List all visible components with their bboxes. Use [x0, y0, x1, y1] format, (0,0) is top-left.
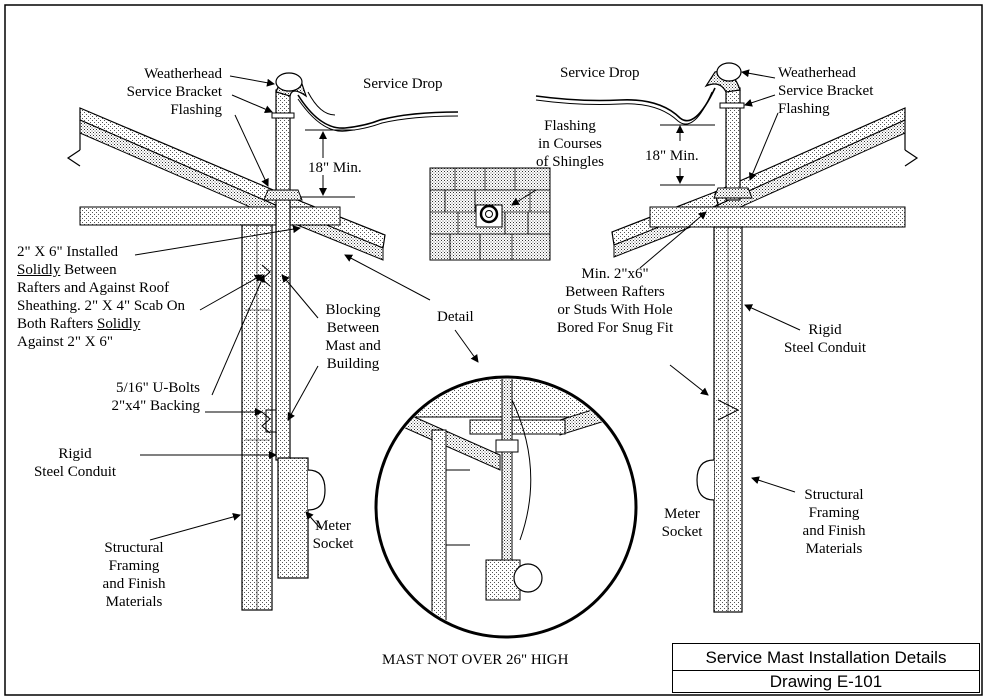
right-mast [696, 62, 753, 501]
right-structural-label-3: and Finish [802, 523, 866, 539]
blocking-label-1: Blocking [325, 302, 381, 318]
left-structural-label-2: Framing [108, 558, 160, 574]
left-conduit-label-1: Rigid [58, 446, 92, 462]
left-conduit-label-2: Steel Conduit [33, 464, 117, 480]
mast-height-note: MAST NOT OVER 26" HIGH [382, 652, 569, 668]
left-service-drop-label: Service Drop [363, 76, 443, 92]
left-min-height-label: 18" Min. [308, 160, 362, 176]
backing-label: 2"x4" Backing [111, 398, 200, 414]
install-note-between: Between [60, 262, 117, 278]
install-note-solidly-2: Solidly [97, 316, 141, 332]
drawing-number: Drawing E-101 [769, 672, 883, 691]
left-service-drop [297, 91, 459, 132]
right-weatherhead-label: Weatherhead [778, 65, 856, 81]
flashing-courses-label-1: Flashing [544, 118, 596, 134]
flashing-courses-label-3: of Shingles [536, 154, 604, 170]
blocking-label-3: Mast and [325, 338, 381, 354]
right-structural-label-2: Framing [808, 505, 860, 521]
left-meter-label-2: Socket [312, 536, 354, 552]
left-service-bracket-label: Service Bracket [126, 84, 222, 100]
left-meter-label-1: Meter [315, 518, 351, 534]
left-structural-label-1: Structural [104, 540, 164, 556]
flashing-courses-label-2: in Courses [538, 136, 602, 152]
right-structural-label-1: Structural [804, 487, 864, 503]
page-border [4, 4, 983, 696]
rafters-note-4: Bored For Snug Fit [556, 320, 674, 336]
right-service-drop [535, 87, 716, 125]
rafters-note-3: or Studs With Hole [557, 302, 673, 318]
right-conduit-label-1: Rigid [808, 322, 842, 338]
mast-detail-circle [374, 375, 638, 639]
install-note-line1: 2" X 6" Installed [17, 244, 118, 260]
rafters-note-1: Min. 2"x6" [581, 266, 649, 282]
install-note-line3: Rafters and Against Roof [17, 280, 170, 296]
left-weatherhead-label: Weatherhead [144, 66, 222, 82]
right-conduit-label-2: Steel Conduit [783, 340, 867, 356]
detail-label: Detail [437, 309, 474, 325]
rafters-note-2: Between Rafters [565, 284, 665, 300]
shingle-flashing-detail [429, 167, 551, 261]
install-note-line2: Solidly Between [17, 262, 117, 279]
left-structural-label-3: and Finish [102, 576, 166, 592]
install-note-line4: Sheathing. 2" X 4" Scab On [17, 298, 186, 314]
right-meter-label-1: Meter [664, 506, 700, 522]
right-service-drop-label: Service Drop [560, 65, 640, 81]
left-structural-label-4: Materials [105, 594, 163, 610]
install-note-solidly-1: Solidly [17, 262, 61, 278]
right-roof [611, 107, 919, 258]
title-block: Service Mast Installation Details Drawin… [672, 643, 980, 693]
install-note-line5: Both Rafters Solidly [17, 316, 140, 333]
leader-lines [134, 69, 801, 541]
left-flashing-label: Flashing [170, 102, 222, 118]
blocking-label-4: Building [326, 356, 380, 372]
right-flashing-label: Flashing [778, 101, 830, 117]
blocking-label-2: Between [326, 320, 380, 336]
right-wall [713, 226, 743, 613]
ubolts-label: 5/16" U-Bolts [115, 380, 200, 396]
install-note-line6: Against 2" X 6" [17, 334, 113, 350]
right-meter-label-2: Socket [661, 524, 703, 540]
left-wall [241, 224, 273, 611]
left-dimension [300, 129, 355, 198]
right-min-height-label: 18" Min. [645, 148, 699, 164]
right-service-bracket-label: Service Bracket [778, 83, 874, 99]
right-structural-label-4: Materials [805, 541, 863, 557]
install-note-both-rafters: Both Rafters [17, 316, 97, 332]
drawing-title: Service Mast Installation Details [673, 644, 979, 671]
right-dimension [660, 124, 715, 186]
